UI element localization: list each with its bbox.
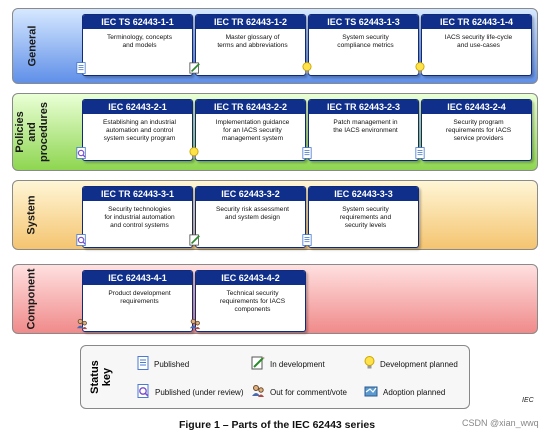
- band-label-text: Component: [26, 268, 39, 330]
- figure-caption: Figure 1 – Parts of the IEC 62443 series: [178, 419, 376, 431]
- status-key-title-text: Status key: [89, 360, 113, 394]
- card-title: Establishing an industrial automation an…: [103, 119, 176, 142]
- card-code: IEC TR 62443-1-2: [196, 15, 305, 29]
- adoption-planned-icon: [364, 384, 378, 400]
- card-title: Technical security requirements for IACS…: [219, 290, 286, 313]
- card-title: Product development requirements: [108, 290, 171, 305]
- status-key: Status key Published In development Deve…: [80, 345, 470, 409]
- key-label: In development: [270, 359, 325, 369]
- lightbulb-icon: [189, 147, 199, 160]
- card-title: Terminology, concepts and models: [106, 34, 173, 49]
- card-title: Security technologies for industrial aut…: [104, 206, 175, 229]
- key-label: Out for comment/vote: [270, 387, 347, 397]
- card-title: System security requirements and securit…: [339, 206, 392, 229]
- band-label: General: [13, 9, 51, 83]
- in-development-icon: [189, 234, 201, 246]
- key-item-published: Published: [137, 356, 189, 372]
- published-icon: [137, 356, 149, 372]
- in-development-icon: [251, 356, 265, 372]
- in-development-icon: [189, 62, 201, 74]
- published-icon: [76, 62, 86, 74]
- card-code: IEC 62443-3-2: [196, 187, 305, 201]
- band-label: Component: [13, 265, 51, 333]
- key-label: Development planned: [380, 359, 458, 369]
- iec-tag: IEC: [522, 397, 534, 404]
- key-label: Published (under review): [155, 387, 244, 397]
- card-title: System security compliance metrics: [337, 34, 394, 49]
- card-code: IEC TS 62443-1-3: [309, 15, 418, 29]
- published-icon: [302, 234, 312, 246]
- key-item-adoption-planned: Adoption planned: [364, 384, 445, 400]
- band-label: System: [13, 181, 51, 249]
- published-under-review-icon: [76, 234, 87, 246]
- card-title: Patch management in the IACS environment: [333, 119, 398, 134]
- people-icon: [251, 384, 265, 400]
- card-code: IEC 62443-4-1: [83, 271, 192, 285]
- key-label: Adoption planned: [383, 387, 446, 397]
- card-code: IEC TR 62443-3-1: [83, 187, 192, 201]
- key-item-out-for-comment: Out for comment/vote: [251, 384, 347, 400]
- published-icon: [302, 147, 312, 159]
- card-code: IEC 62443-2-1: [83, 100, 192, 114]
- card-title: Security risk assessment and system desi…: [216, 206, 289, 221]
- card-code: IEC TR 62443-2-2: [196, 100, 305, 114]
- band-label-text: Policies and procedures: [14, 102, 51, 162]
- card-code: IEC TS 62443-1-1: [83, 15, 192, 29]
- published-under-review-icon: [76, 147, 87, 159]
- published-icon: [415, 147, 425, 159]
- card-title: Implementation guidance for an IACS secu…: [215, 119, 290, 142]
- key-item-development-planned: Development planned: [364, 356, 458, 372]
- card-code: IEC TR 62443-1-4: [422, 15, 531, 29]
- status-key-title: Status key: [83, 346, 119, 408]
- watermark: CSDN @xian_wwq: [462, 418, 539, 428]
- card-code: IEC TR 62443-2-3: [309, 100, 418, 114]
- lightbulb-icon: [302, 62, 312, 75]
- band-label: Policies and procedures: [13, 94, 51, 170]
- card-code: IEC 62443-2-4: [422, 100, 531, 114]
- key-item-in-development: In development: [251, 356, 325, 372]
- card-code: IEC 62443-4-2: [196, 271, 305, 285]
- lightbulb-icon: [415, 62, 425, 75]
- lightbulb-icon: [364, 356, 375, 372]
- card-code: IEC 62443-3-3: [309, 187, 418, 201]
- key-item-published-under-review: Published (under review): [137, 384, 244, 400]
- card-title: Master glossary of terms and abbreviatio…: [217, 34, 288, 49]
- key-label: Published: [154, 359, 190, 369]
- band-label-text: General: [26, 25, 38, 67]
- card-title: Security program requirements for IACS s…: [445, 119, 512, 142]
- people-icon: [189, 318, 201, 330]
- band-label-text: System: [26, 195, 39, 235]
- card-title: IACS security life-cycle and use-cases: [444, 34, 513, 49]
- people-icon: [76, 318, 88, 330]
- published-under-review-icon: [137, 384, 150, 400]
